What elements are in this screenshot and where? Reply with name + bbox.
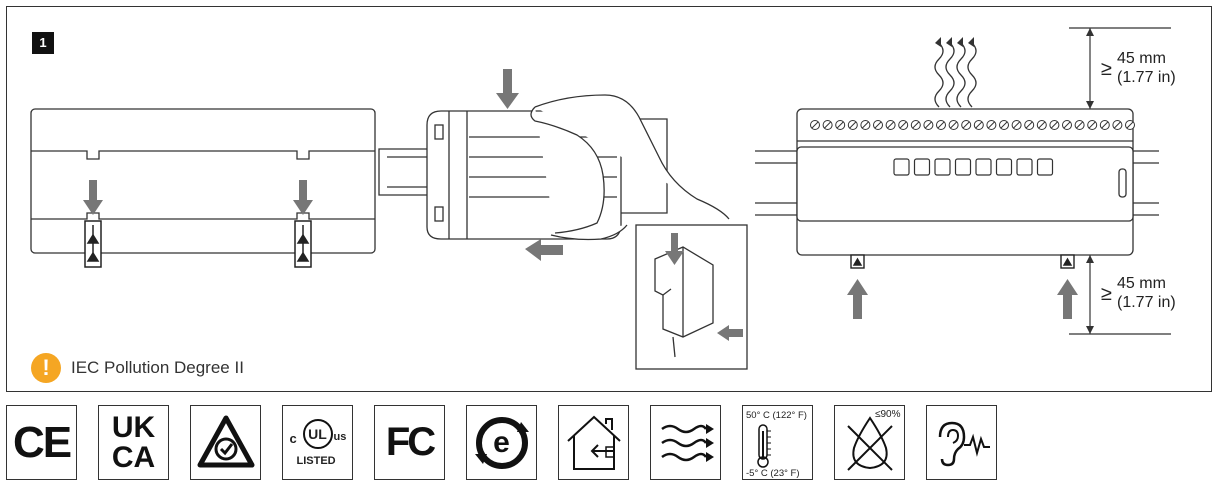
indicator-led	[1036, 158, 1054, 176]
top-clearance-label: ≥ 45 mm (1.77 in)	[1101, 50, 1176, 86]
bottom-clip-right	[1060, 254, 1075, 269]
indicator-led	[934, 158, 951, 176]
bottom-clearance-label: ≥ 45 mm (1.77 in)	[1101, 275, 1176, 311]
din-clip-left	[84, 220, 102, 268]
terminal-slot	[1088, 121, 1096, 129]
terminal-slot	[836, 121, 844, 129]
terminal-slot	[1063, 121, 1071, 129]
terminal-slot	[1126, 121, 1134, 129]
terminal-slot	[862, 121, 869, 129]
terminal-slot	[925, 121, 932, 129]
terminal-slot	[1051, 121, 1058, 129]
din-clip-right	[294, 220, 312, 268]
din-rail-lines	[755, 150, 1159, 216]
terminal-slot	[1013, 121, 1020, 129]
indicator-led	[893, 158, 910, 176]
push-arrow-left	[525, 239, 563, 261]
terminal-slot	[1025, 121, 1033, 129]
inset-detail	[635, 224, 748, 370]
module-front-view	[30, 108, 376, 254]
hand-outline	[530, 94, 730, 241]
clearance-dimension-arrowheads	[1086, 28, 1094, 334]
indicator-led	[975, 158, 992, 176]
terminal-slot	[1038, 121, 1046, 129]
step-number: 1	[32, 32, 54, 54]
indicator-led	[954, 158, 972, 176]
bottom-clip-left	[850, 254, 865, 269]
indicator-led-row	[893, 158, 1054, 176]
warning-icon: !	[31, 353, 61, 383]
inset-arrow-down	[665, 233, 684, 265]
airflow-icon	[650, 405, 721, 480]
terminal-slot	[887, 121, 894, 129]
terminal-row	[810, 120, 1135, 130]
indicator-led	[995, 158, 1013, 176]
temperature-range-icon: 50° C (122° F) -5° C (23° F)	[742, 405, 813, 480]
indicator-led	[1016, 158, 1033, 176]
press-arrow-down	[496, 69, 519, 109]
heat-wave-arrowheads	[935, 37, 974, 47]
terminal-slot	[899, 121, 907, 129]
indicator-led	[913, 158, 931, 176]
ukca-mark-icon: UK CA	[98, 405, 169, 480]
fcc-mark-icon: FC	[374, 405, 445, 480]
rcm-mark-icon	[190, 405, 261, 480]
inset-arrow-left	[717, 325, 743, 341]
mounting-diagram	[30, 27, 1171, 370]
terminal-slot	[824, 121, 831, 129]
terminal-slot	[988, 121, 995, 129]
ear-sound-icon	[926, 405, 997, 480]
down-arrow-left	[83, 180, 103, 215]
mounted-device	[796, 108, 1134, 256]
installation-diagram-panel: 1	[6, 6, 1212, 392]
ul-listed-mark-icon: c UL us LISTED	[282, 405, 353, 480]
china-rohs-mark-icon: e	[466, 405, 537, 480]
humidity-limit-icon: ≤90%	[834, 405, 905, 480]
terminal-slot	[962, 121, 970, 129]
clearance-dimension-lines	[1069, 27, 1171, 335]
up-arrow-right	[1057, 279, 1078, 319]
terminal-slot	[937, 121, 945, 129]
down-arrow-right	[293, 180, 313, 215]
terminal-slot	[1114, 121, 1121, 129]
terminal-slot	[1000, 121, 1008, 129]
terminal-slot	[811, 121, 819, 129]
terminal-slot	[849, 121, 857, 129]
terminal-slot	[975, 121, 983, 129]
terminal-slot	[1101, 121, 1109, 129]
terminal-slot	[874, 121, 882, 129]
pollution-degree-note: ! IEC Pollution Degree II	[31, 352, 244, 384]
heat-waves	[934, 42, 977, 108]
ce-mark-icon: CE	[6, 405, 77, 480]
up-arrow-left	[847, 279, 868, 319]
terminal-slot	[1076, 121, 1083, 129]
terminal-slot	[950, 121, 957, 129]
terminal-slot	[912, 121, 920, 129]
indoor-use-icon	[558, 405, 629, 480]
